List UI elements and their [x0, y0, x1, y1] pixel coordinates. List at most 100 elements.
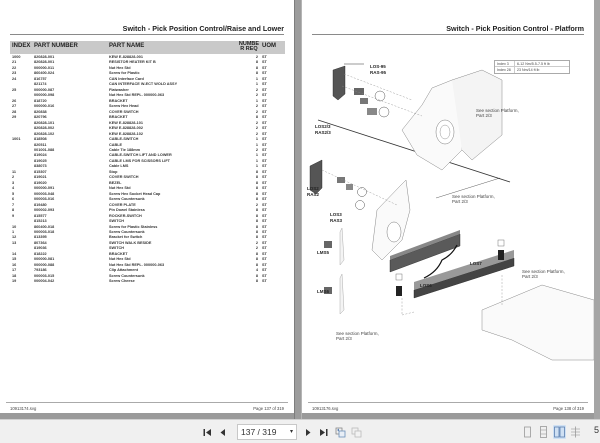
- row-uom: ST: [262, 279, 267, 284]
- row-part-name: Clip Attachment: [109, 268, 138, 273]
- two-page-continuous-view-button[interactable]: [569, 425, 582, 439]
- last-page-button[interactable]: [318, 425, 328, 439]
- row-quantity: 8: [255, 262, 258, 267]
- row-uom: ST: [262, 109, 267, 114]
- row-part-number: 820511: [34, 142, 47, 147]
- header-part-number: PART NUMBER: [34, 43, 78, 49]
- footer-divider: [308, 402, 588, 403]
- row-part-name: CAN INTERFACE W-ECT WOLD ASSY: [109, 82, 178, 87]
- row-quantity: 8: [255, 186, 258, 191]
- row-uom: ST: [262, 120, 267, 125]
- row-quantity: 2: [255, 55, 258, 59]
- row-quantity: 8: [255, 208, 258, 213]
- row-quantity: 8: [255, 197, 258, 202]
- row-part-number: 819025: [34, 158, 47, 163]
- row-uom: ST: [262, 213, 267, 218]
- row-part-name: Nut Hex Std: [109, 186, 131, 191]
- callout-lms6: LMS6: [317, 289, 330, 294]
- row-quantity: 8: [255, 169, 258, 174]
- row-part-number: 000000-087: [34, 87, 55, 92]
- header-number-req: NUMBE R REQ: [238, 41, 260, 52]
- row-part-number: 818720: [34, 98, 47, 103]
- row-uom: ST: [262, 169, 267, 174]
- row-index: 27: [12, 104, 17, 109]
- row-uom: ST: [262, 158, 267, 163]
- document-viewport[interactable]: Switch - Pick Position Control/Raise and…: [0, 0, 600, 419]
- next-page-button[interactable]: [303, 425, 313, 439]
- row-part-number: 819480: [34, 202, 47, 207]
- row-index: 2: [12, 175, 15, 180]
- page-dropdown-arrow-icon[interactable]: ▾: [289, 429, 293, 435]
- row-uom: ST: [262, 235, 267, 240]
- row-part-number: 000003-015: [34, 273, 55, 278]
- row-part-name: Screw Hex Head: [109, 104, 139, 109]
- row-quantity: 1: [255, 76, 258, 81]
- row-part-name: KEW E-828828-002: [109, 126, 143, 131]
- row-uom: ST: [262, 104, 267, 109]
- row-part-number: 807364: [34, 240, 47, 245]
- continuous-view-button[interactable]: [537, 425, 550, 439]
- row-part-name: KEW E-828828-001: [109, 55, 143, 59]
- two-page-icon: [554, 426, 565, 438]
- row-index: 22: [12, 65, 17, 70]
- row-part-number: 815577: [34, 213, 47, 218]
- row-part-number: 813395: [34, 235, 47, 240]
- footer-page-number: Page 138 of 319: [553, 406, 584, 411]
- row-part-number: 820828-002: [34, 126, 55, 131]
- row-part-number: 000000-091: [34, 186, 55, 191]
- row-part-number: 838073: [34, 164, 47, 169]
- row-quantity: 8: [255, 175, 258, 180]
- row-quantity: 8: [255, 60, 258, 65]
- row-index: 5: [12, 191, 15, 196]
- row-uom: ST: [262, 230, 267, 234]
- row-uom: ST: [262, 131, 267, 136]
- row-part-number: 818222: [34, 251, 47, 256]
- row-part-name: CABLE-SWITCH LIFT AND LOWER: [109, 153, 172, 158]
- row-quantity: 8: [255, 191, 258, 196]
- see-section-note: See section Platform, Part 2/3: [452, 194, 495, 204]
- row-quantity: 1: [255, 142, 258, 147]
- row-uom: ST: [262, 147, 267, 152]
- row-uom: ST: [262, 251, 267, 256]
- exploded-parts-diagram: [309, 63, 594, 361]
- row-part-name: Pin Dowel Stainless: [109, 208, 145, 213]
- page-137: Switch - Pick Position Control/Raise and…: [0, 0, 294, 413]
- row-quantity: 8: [255, 230, 258, 234]
- single-page-view-button[interactable]: [521, 425, 534, 439]
- row-uom: ST: [262, 273, 267, 278]
- first-page-button[interactable]: [202, 425, 212, 439]
- row-part-name: Nut Hex Std REPL. 000000-063: [109, 262, 165, 267]
- row-part-number: 000002-093: [34, 208, 55, 213]
- zoom-level-field[interactable]: 5: [594, 425, 600, 435]
- row-part-number: 820828-001: [34, 60, 55, 65]
- row-part-number: 815307: [34, 169, 47, 174]
- row-part-number: 820828-101: [34, 120, 55, 125]
- row-index: 1: [12, 230, 15, 234]
- row-uom: ST: [262, 268, 267, 273]
- page-number-field[interactable]: 137 / 319 ▾: [237, 424, 297, 440]
- row-part-name: CAN Interface Card: [109, 76, 144, 81]
- row-quantity: 8: [255, 273, 258, 278]
- row-part-number: 820838: [34, 109, 47, 114]
- back-view-button[interactable]: [334, 425, 346, 439]
- spec-row: Index 3 6-12 Nm/5.5-7.5 ft lb: [495, 61, 569, 67]
- footer-page-number: Page 137 of 319: [253, 406, 284, 411]
- forward-view-button[interactable]: [350, 425, 362, 439]
- callout-los2: LOS2: [307, 186, 319, 191]
- header-uom: UOM: [262, 43, 276, 49]
- row-part-name: COVER PLATE: [109, 202, 136, 207]
- two-page-view-button[interactable]: [553, 425, 566, 439]
- vertical-scrollbar[interactable]: [594, 0, 600, 419]
- previous-page-button[interactable]: [218, 425, 228, 439]
- row-uom: ST: [262, 219, 267, 224]
- row-part-number: 820796: [34, 115, 47, 120]
